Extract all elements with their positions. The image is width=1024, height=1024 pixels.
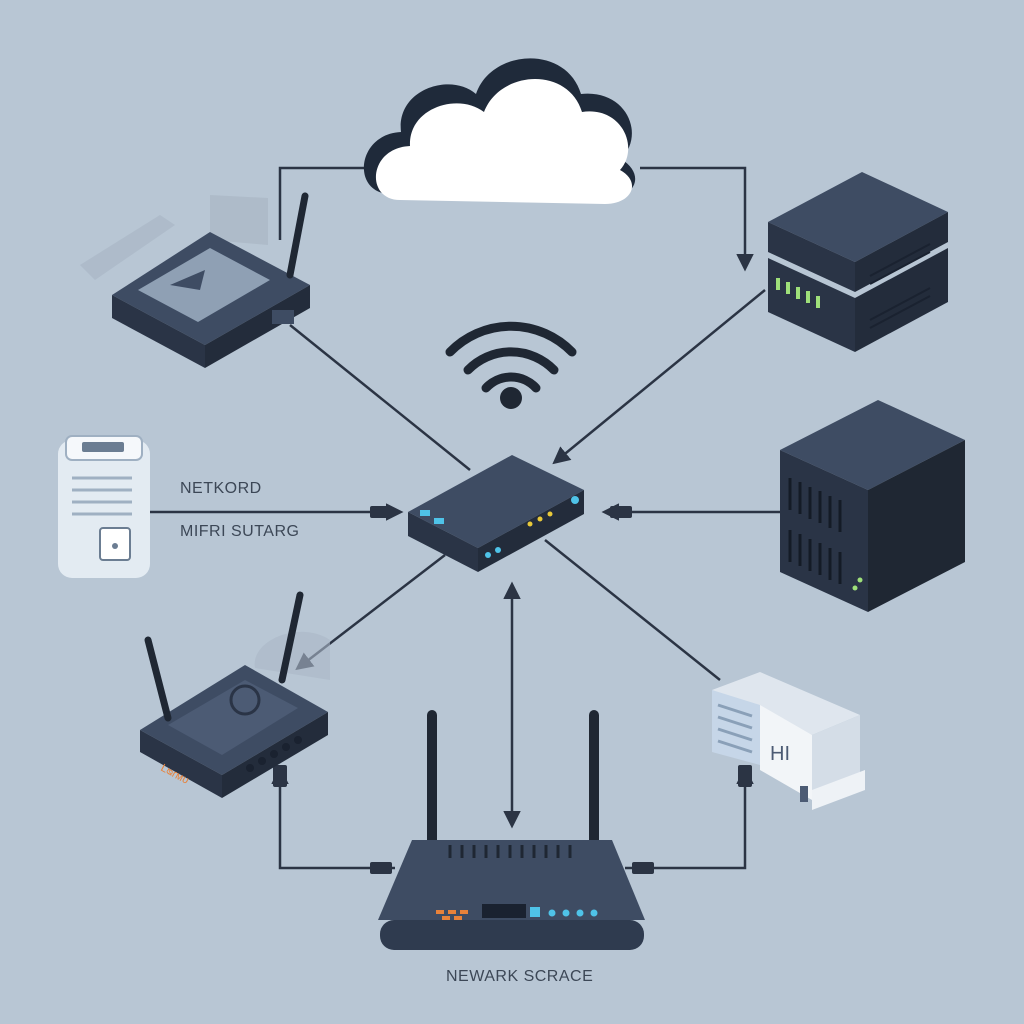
link-cloud-server (640, 166, 754, 272)
main-router-bottom (378, 710, 645, 950)
svg-text:HI: HI (770, 743, 790, 765)
label-netkord: NETKORD (180, 480, 262, 497)
diagram-caption: NEWARK SCRACE (446, 968, 594, 985)
server-stack-topright (768, 172, 948, 352)
cloud-icon (363, 58, 636, 204)
link-server-switch (552, 289, 766, 465)
router-device-topleft (80, 192, 310, 368)
link-printer-main (625, 766, 754, 870)
storage-device-left (58, 435, 150, 578)
link-cloud-router (278, 166, 385, 240)
link-router-switch (289, 324, 471, 471)
tower-server-right (780, 400, 965, 612)
label-mifri-sutarg: MIFRI SUTARG (180, 523, 300, 540)
link-switch-printer (544, 539, 721, 681)
wifi-router-lowerleft: Lᴓɾᴍᴜ (140, 591, 330, 798)
line-connectors (273, 506, 752, 874)
central-switch (408, 455, 584, 572)
link-wifi-router-main (271, 766, 395, 870)
wifi-icon (445, 321, 577, 409)
connection-lines (150, 166, 780, 870)
printer-lowerright: HI (712, 672, 865, 810)
